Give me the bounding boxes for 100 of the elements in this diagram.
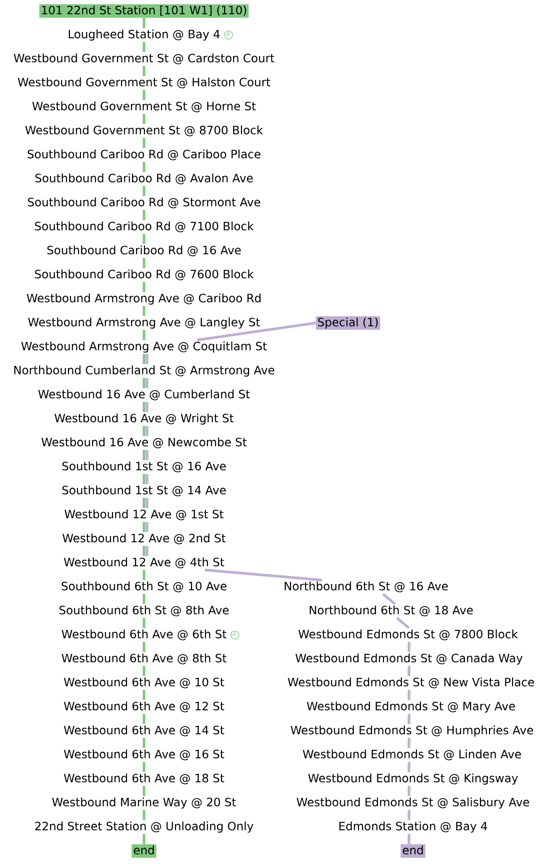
- stop-label: Westbound 6th Ave @ 14 St: [64, 726, 224, 736]
- route-line: [396, 616, 410, 630]
- route-line: [408, 834, 410, 844]
- stop-label: Northbound Cumberland St @ Armstrong Ave: [14, 366, 274, 377]
- route-line: [146, 522, 148, 532]
- stop-label: Westbound Edmonds St @ Linden Ave: [302, 750, 521, 760]
- route-line: [204, 568, 322, 582]
- route-line: [146, 474, 148, 484]
- route-line: [142, 138, 146, 148]
- stop-label: Westbound 6th Ave @ 18 St: [64, 774, 224, 784]
- stop-label: Northbound 6th St @ 18 Ave: [310, 606, 473, 616]
- route-line: [408, 690, 410, 700]
- route-line: [142, 618, 146, 628]
- route-line: [142, 306, 146, 316]
- route-line: [146, 402, 148, 412]
- stop-label: Southbound Cariboo Rd @ 7100 Block: [35, 222, 254, 232]
- route-line: [142, 18, 146, 28]
- route-line: [142, 738, 146, 748]
- stop-label: Westbound Government St @ Cardston Court: [14, 54, 274, 64]
- route-line: [142, 330, 146, 340]
- route-line: [142, 786, 146, 796]
- route-line: [142, 114, 146, 124]
- stop-label: Westbound Armstrong Ave @ Cariboo Rd: [26, 294, 261, 305]
- route-line: [142, 570, 146, 580]
- route-line: [142, 234, 146, 244]
- route-line: [142, 258, 146, 268]
- stop-label: Southbound 1st St @ 16 Ave: [62, 462, 226, 472]
- stop-label: Edmonds Station @ Bay 4: [339, 822, 488, 833]
- route-line: [142, 378, 146, 388]
- stop-label: Southbound Cariboo Rd @ Stormont Ave: [28, 198, 260, 208]
- route-line: [408, 714, 410, 724]
- stop-label: Southbound Cariboo Rd @ 16 Ave: [47, 246, 241, 256]
- route-terminal-box: end: [400, 844, 426, 858]
- route-line: [142, 210, 146, 220]
- stop-label: Northbound 6th St @ 16 Ave: [284, 582, 448, 592]
- stop-label: Lougheed Station @ Bay 4: [68, 30, 220, 41]
- stop-label: Westbound Edmonds St @ Kingsway: [308, 774, 518, 785]
- stop-label: Westbound Armstrong Ave @ Langley St: [28, 318, 260, 329]
- route-line: [408, 786, 410, 796]
- route-line: [408, 810, 410, 820]
- route-line: [408, 666, 410, 676]
- route-line: [142, 162, 146, 172]
- route-line: [142, 186, 146, 196]
- route-line: [142, 42, 146, 52]
- route-line: [146, 354, 148, 364]
- stop-label: Southbound 6th St @ 10 Ave: [62, 582, 226, 592]
- route-line: [142, 690, 146, 700]
- route-line: [142, 834, 146, 844]
- stop-label: 22nd Street Station @ Unloading Only: [35, 822, 254, 833]
- stop-label: Westbound 6th Ave @ 8th St: [62, 654, 226, 664]
- stop-label: Westbound Government St @ 8700 Block: [25, 126, 264, 136]
- route-line: [408, 762, 410, 772]
- route-line: [382, 592, 396, 606]
- route-line: [408, 738, 410, 748]
- stop-label: Westbound 12 Ave @ 1st St: [64, 510, 224, 520]
- stop-label: Westbound Government St @ Horne St: [32, 102, 256, 112]
- stop-label: Southbound Cariboo Rd @ Cariboo Place: [28, 150, 260, 160]
- route-line: [142, 90, 146, 100]
- route-line: [142, 474, 146, 484]
- stop-label: Westbound Edmonds St @ New Vista Place: [288, 678, 534, 688]
- route-line: [146, 450, 148, 460]
- route-line: [142, 546, 146, 556]
- stop-label: Southbound 1st St @ 14 Ave: [62, 486, 226, 496]
- route-line: [142, 402, 146, 412]
- route-line: [142, 810, 146, 820]
- stop-label: Westbound 6th Ave @ 12 St: [64, 702, 224, 712]
- stop-label: Westbound Government St @ Halston Court: [18, 78, 270, 88]
- stop-label: Westbound Edmonds St @ Mary Ave: [306, 702, 515, 713]
- route-line: [142, 498, 146, 508]
- route-line: [142, 522, 146, 532]
- stop-label: Westbound Armstrong Ave @ Coquitlam St: [21, 342, 267, 353]
- stop-label: Westbound Edmonds St @ Canada Way: [296, 654, 523, 665]
- stop-label: Westbound 12 Ave @ 2nd St: [62, 534, 226, 544]
- route-line: [142, 66, 146, 76]
- stop-label: Westbound 6th Ave @ 6th St: [62, 630, 226, 640]
- route-terminal-box: 101 22nd St Station [101 W1] (110): [39, 4, 249, 18]
- stop-label: Westbound 6th Ave @ 16 St: [64, 750, 224, 760]
- stop-label: Westbound 16 Ave @ Wright St: [54, 414, 234, 425]
- route-line: [142, 642, 146, 652]
- route-terminal-box: end: [132, 844, 156, 858]
- stop-label: Southbound Cariboo Rd @ 7600 Block: [35, 270, 254, 280]
- route-line: [408, 642, 410, 652]
- route-line: [146, 546, 148, 556]
- route-line: [142, 426, 146, 436]
- stop-label: Westbound Edmonds St @ Humphries Ave: [290, 726, 534, 737]
- stop-label: Westbound 12 Ave @ 4th St: [64, 558, 224, 568]
- stop-label: Westbound 6th Ave @ 10 St: [64, 678, 224, 688]
- stop-label: Westbound Edmonds St @ 7800 Block: [298, 630, 518, 640]
- stop-label: Westbound 16 Ave @ Newcombe St: [41, 438, 247, 448]
- stop-label: Westbound Marine Way @ 20 St: [52, 798, 236, 809]
- stop-label: Southbound 6th St @ 8th Ave: [60, 606, 229, 616]
- stop-label: Southbound Cariboo Rd @ Avalon Ave: [35, 174, 253, 184]
- route-line: [146, 378, 148, 388]
- route-line: [142, 594, 146, 604]
- route-terminal-box: Special (1): [316, 316, 380, 330]
- stop-label: Westbound 16 Ave @ Cumberland St: [38, 390, 250, 400]
- route-line: [142, 282, 146, 292]
- stop-label: Westbound Edmonds St @ Salisbury Ave: [296, 798, 530, 809]
- route-line: [142, 666, 146, 676]
- route-line: [196, 322, 316, 342]
